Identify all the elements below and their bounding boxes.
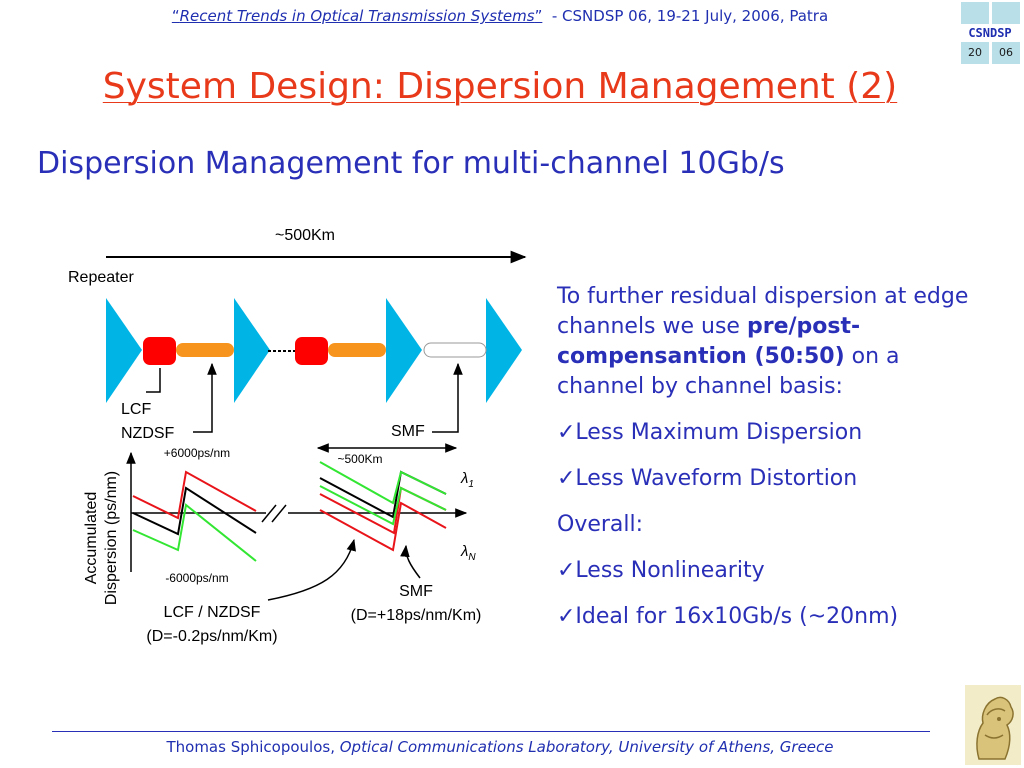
negative-dispersion-label: -6000ps/nm: [165, 571, 228, 585]
footer-author: Thomas Sphicopoulos,: [166, 738, 340, 756]
lcf-label: LCF: [121, 401, 151, 418]
trace-green-span2-mid: [319, 485, 447, 526]
lambda-n-label: λN: [460, 543, 476, 563]
lcf-curve-pointer: [267, 538, 356, 601]
repeater-icon: [386, 298, 422, 403]
bullet-item: ✓Ideal for 16x10Gb/s (~20nm): [557, 604, 899, 629]
footer-affiliation: Optical Communications Laboratory, Unive…: [339, 738, 834, 756]
footer: Thomas Sphicopoulos, Optical Communicati…: [0, 738, 1000, 756]
athena-logo-icon: [965, 685, 1021, 765]
lcf-nzdsf-label: LCF / NZDSF: [164, 604, 261, 621]
nzdsf-fiber: [328, 343, 386, 357]
positive-dispersion-label: +6000ps/nm: [164, 446, 230, 460]
trace-red-span1: [132, 470, 257, 520]
intro-paragraph: To further residual dispersion at edge c…: [557, 284, 969, 399]
smf-pointer: [432, 362, 463, 433]
lcf-pointer: [146, 368, 161, 393]
lcf-module: [295, 337, 328, 365]
span2-length-label: ~500Km: [337, 452, 382, 466]
conference-title-link[interactable]: “Recent Trends in Optical Transmission S…: [171, 7, 543, 25]
bullet-item: ✓Less Nonlinearity: [557, 558, 765, 583]
smf-bottom-label: SMF: [399, 583, 433, 600]
nzdsf-label: NZDSF: [121, 425, 175, 442]
y-axis-label-line1: Accumulated: [83, 492, 100, 585]
slide-title: System Design: Dispersion Management (2): [102, 66, 898, 107]
footer-divider: [52, 731, 930, 732]
bullet-item: ✓Less Waveform Distortion: [557, 466, 858, 491]
intro-bold: pre/post-compensantion (50:50): [557, 314, 861, 369]
nzdsf-pointer: [193, 362, 217, 433]
conference-header: “Recent Trends in Optical Transmission S…: [0, 7, 1000, 25]
lambda-1-label: λ1: [460, 470, 474, 490]
bullet-list: To further residual dispersion at edge c…: [557, 282, 987, 648]
logo-year-right: 06: [999, 46, 1013, 59]
repeater-icon: [234, 298, 270, 403]
lcf-module: [143, 337, 176, 365]
y-axis-label-line2: Dispersion (ps/nm): [103, 471, 120, 605]
trace-red-span2-low: [319, 501, 447, 552]
overall-label: Overall:: [557, 512, 644, 537]
smf-fiber: [423, 342, 487, 358]
span-length-label: ~500Km: [275, 227, 335, 244]
slide-subtitle: Dispersion Management for multi-channel …: [37, 146, 785, 181]
nzdsf-fiber: [176, 343, 234, 357]
axis-break-mark: [261, 504, 277, 523]
trace-green-span1: [132, 503, 257, 562]
smf-dispersion: (D=+18ps/nm/Km): [351, 607, 482, 624]
lcf-nzdsf-dispersion: (D=-0.2ps/nm/Km): [146, 628, 277, 645]
smf-curve-pointer: [400, 544, 421, 579]
bullet-item: ✓Less Maximum Dispersion: [557, 420, 863, 445]
logo-text: CSNDSP: [968, 26, 1012, 40]
repeater-label: Repeater: [68, 269, 134, 286]
repeater-icon: [106, 298, 142, 403]
csndsp-logo: CSNDSP 20 06: [958, 2, 1022, 68]
logo-year-left: 20: [968, 46, 982, 59]
smf-top-label: SMF: [391, 423, 425, 440]
conference-info: - CSNDSP 06, 19-21 July, 2006, Patra: [542, 7, 829, 25]
trace-green-span2: [319, 461, 447, 505]
trace-black-span2: [319, 470, 447, 519]
trace-black-span1: [132, 486, 257, 536]
repeater-icon: [486, 298, 522, 403]
axis-break-mark: [271, 504, 287, 523]
